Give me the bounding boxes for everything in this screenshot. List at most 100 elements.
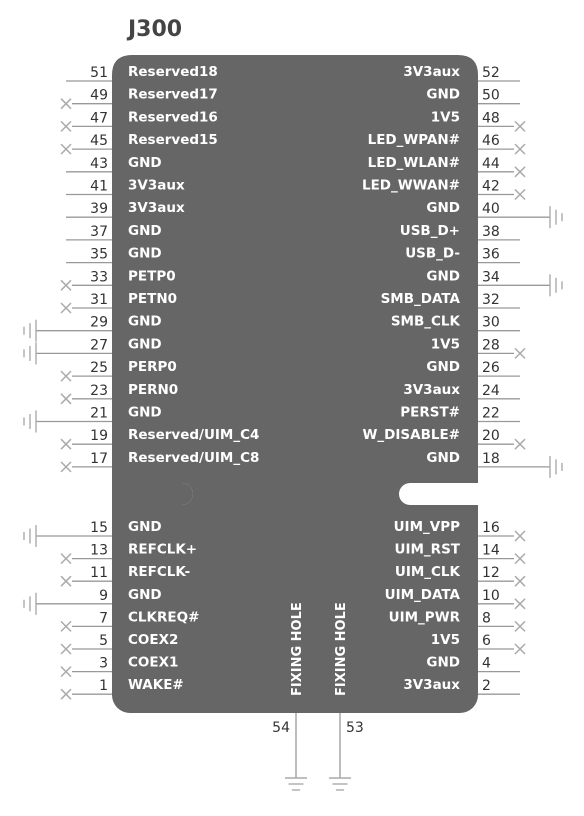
fixing-hole-label-54: FIXING HOLE	[290, 602, 305, 696]
pin-number-9: 9	[99, 588, 108, 604]
pin-label-10: UIM_DATA	[385, 587, 461, 603]
pin-number-51: 51	[90, 65, 108, 81]
pin-number-3: 3	[99, 656, 108, 672]
pin-number-43: 43	[90, 156, 108, 172]
ground-icon-53	[329, 777, 351, 791]
ground-icon-21	[23, 410, 37, 433]
pin-number-39: 39	[90, 201, 108, 217]
no-connect-icon-17	[60, 461, 72, 473]
pin-number-11: 11	[90, 565, 108, 581]
pin-number-22: 22	[482, 406, 500, 422]
pin-label-13: REFCLK+	[128, 542, 197, 558]
pin-number-7: 7	[99, 610, 108, 626]
no-connect-icon-3	[60, 666, 72, 678]
ground-icon-34	[549, 274, 563, 297]
pin-number-25: 25	[90, 360, 108, 376]
pin-number-29: 29	[90, 315, 108, 331]
pin-label-24: 3V3aux	[403, 382, 460, 398]
pin-number-13: 13	[90, 543, 108, 559]
pin-label-14: UIM_RST	[395, 542, 461, 558]
pin-number-12: 12	[482, 565, 500, 581]
pin-label-30: SMB_CLK	[391, 314, 461, 330]
pin-label-44: LED_WLAN#	[368, 155, 460, 171]
no-connect-icon-8	[514, 620, 526, 632]
pin-label-21: GND	[128, 405, 162, 421]
pin-number-16: 16	[482, 520, 500, 536]
no-connect-icon-12	[514, 575, 526, 587]
pin-number-30: 30	[482, 315, 500, 331]
pin-number-20: 20	[482, 428, 500, 444]
pin-label-29: GND	[128, 314, 162, 330]
no-connect-icon-20	[514, 438, 526, 450]
pin-number-44: 44	[482, 156, 500, 172]
no-connect-icon-23	[60, 393, 72, 405]
pin-number-47: 47	[90, 110, 108, 126]
pin-number-10: 10	[482, 588, 500, 604]
pin-label-38: USB_D+	[400, 223, 460, 239]
pin-number-5: 5	[99, 633, 108, 649]
pin-label-20: W_DISABLE#	[363, 427, 460, 443]
no-connect-icon-14	[514, 553, 526, 565]
fixing-hole-number-54: 54	[272, 720, 290, 736]
pin-number-26: 26	[482, 360, 500, 376]
pin-label-4: GND	[426, 655, 460, 671]
pin-group: 51 Reserved18 49 Reserved17 47 Reserved16 4 5 Re…	[23, 64, 563, 700]
pin-number-1: 1	[99, 678, 108, 694]
pin-label-36: USB_D-	[405, 246, 460, 262]
pin-number-52: 52	[482, 65, 500, 81]
pin-number-4: 4	[482, 656, 491, 672]
no-connect-icon-6	[514, 643, 526, 655]
pin-number-31: 31	[90, 292, 108, 308]
pin-label-39: 3V3aux	[128, 200, 185, 216]
pin-number-2: 2	[482, 678, 491, 694]
pin-label-49: Reserved17	[128, 87, 218, 103]
ground-icon-27	[23, 342, 37, 365]
ground-icon-29	[23, 319, 37, 342]
connector-body-lower	[112, 505, 478, 713]
pin-label-17: Reserved/UIM_C8	[128, 450, 259, 466]
pin-number-46: 46	[482, 133, 500, 149]
pin-label-47: Reserved16	[128, 109, 218, 125]
pin-label-33: PETP0	[128, 268, 176, 284]
no-connect-icon-19	[60, 438, 72, 450]
pin-label-27: GND	[128, 336, 162, 352]
no-connect-icon-44	[514, 166, 526, 178]
no-connect-icon-33	[60, 279, 72, 291]
pin-number-21: 21	[90, 406, 108, 422]
pin-number-38: 38	[482, 224, 500, 240]
pin-number-6: 6	[482, 633, 491, 649]
pin-label-12: UIM_CLK	[395, 564, 461, 580]
pin-label-51: Reserved18	[128, 64, 218, 80]
pin-number-23: 23	[90, 383, 108, 399]
pin-label-52: 3V3aux	[403, 64, 460, 80]
pin-label-1: WAKE#	[128, 677, 184, 693]
ground-icon-9	[23, 592, 37, 615]
pin-number-36: 36	[482, 247, 500, 263]
pin-label-5: COEX2	[128, 632, 178, 648]
no-connect-icon-10	[514, 598, 526, 610]
pin-number-17: 17	[90, 451, 108, 467]
no-connect-icon-46	[514, 143, 526, 155]
pin-label-26: GND	[426, 359, 460, 375]
ground-icon-40	[549, 206, 563, 229]
pin-number-28: 28	[482, 337, 500, 353]
pin-label-42: LED_WWAN#	[362, 178, 460, 194]
pin-label-15: GND	[128, 519, 162, 535]
pin-label-50: GND	[426, 87, 460, 103]
pin-label-18: GND	[426, 450, 460, 466]
pin-label-46: LED_WPAN#	[368, 132, 460, 148]
no-connect-icon-49	[60, 98, 72, 110]
pin-label-19: Reserved/UIM_C4	[128, 427, 259, 443]
ground-icon-18	[549, 455, 563, 478]
pin-label-8: UIM_PWR	[389, 609, 461, 625]
pin-number-49: 49	[90, 88, 108, 104]
pin-number-15: 15	[90, 520, 108, 536]
pin-number-24: 24	[482, 383, 500, 399]
pin-label-6: 1V5	[431, 632, 460, 648]
no-connect-icon-25	[60, 370, 72, 382]
pin-label-28: 1V5	[431, 336, 460, 352]
pin-label-2: 3V3aux	[403, 677, 460, 693]
ground-icon-54	[285, 777, 307, 791]
no-connect-icon-28	[514, 347, 526, 359]
pin-label-41: 3V3aux	[128, 178, 185, 194]
